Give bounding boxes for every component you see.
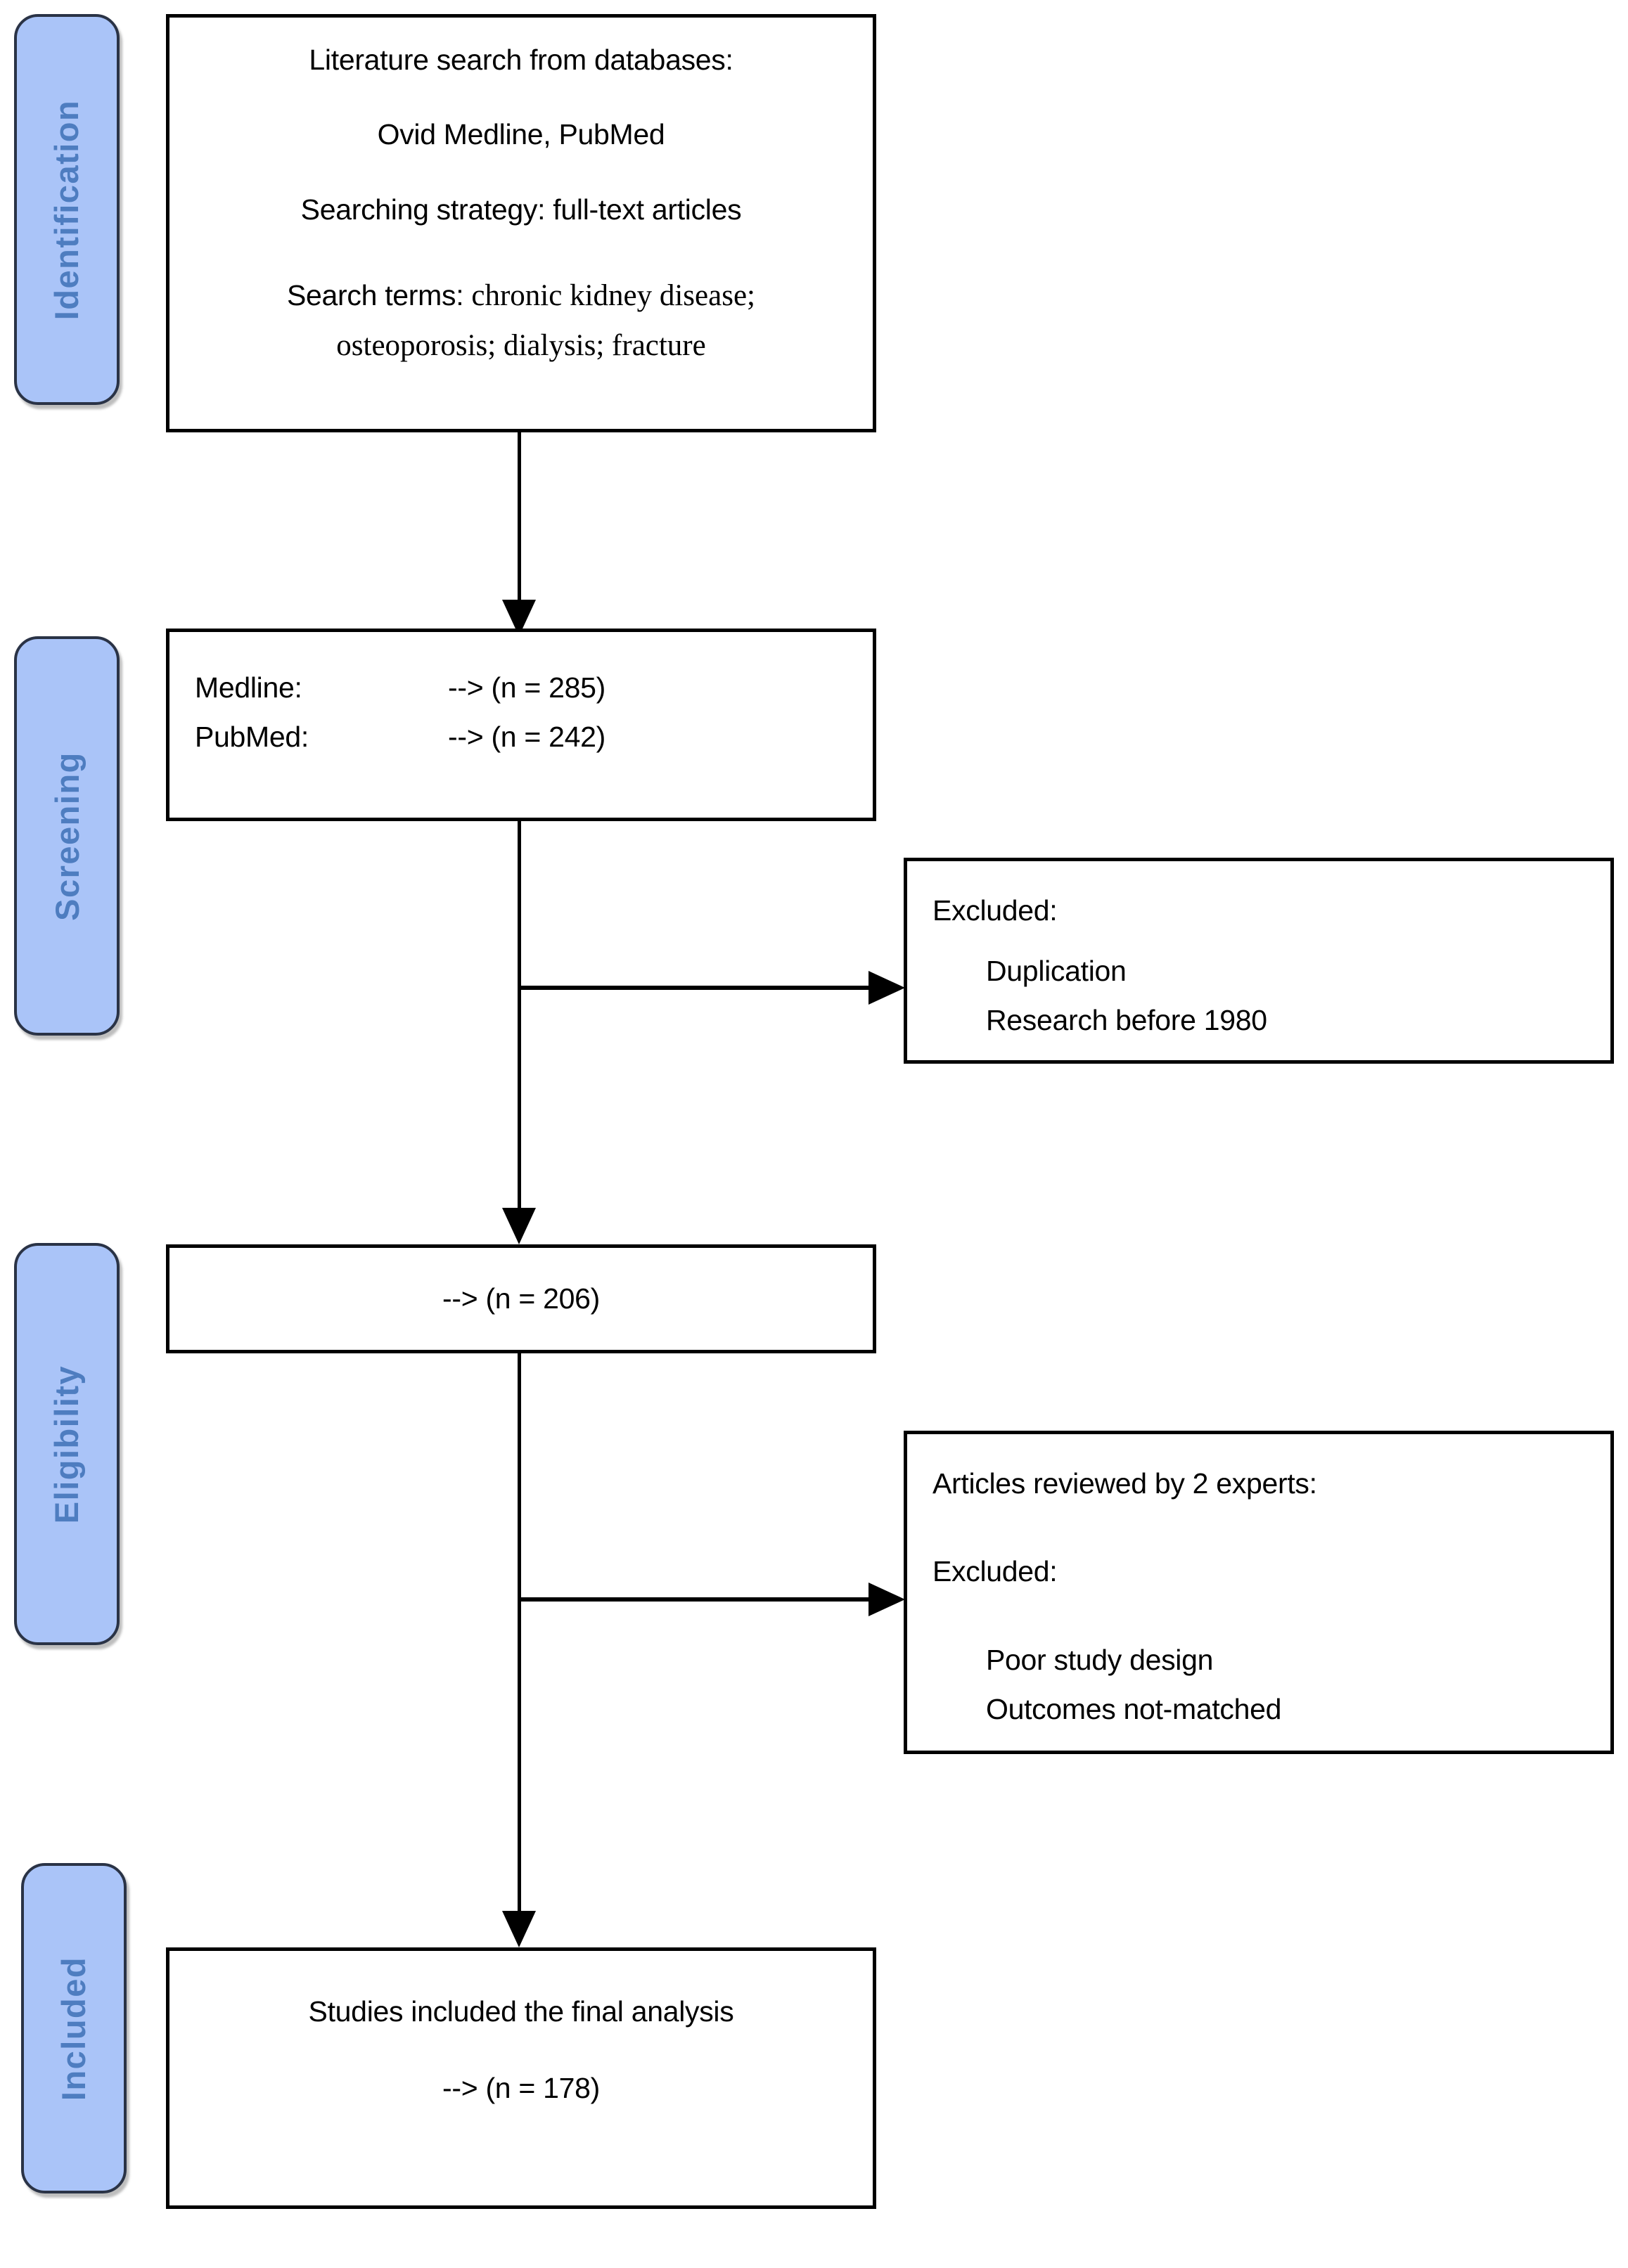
- excluded-item: Research before 1980: [986, 1004, 1267, 1037]
- medline-label: Medline:: [195, 671, 302, 704]
- included-final-box: Studies included the final analysis --> …: [166, 1947, 876, 2209]
- stage-screening: Screening: [14, 636, 120, 1036]
- stage-identification-label: Identification: [48, 99, 86, 320]
- branch-line-2: [519, 1597, 871, 1602]
- stage-identification: Identification: [14, 14, 120, 405]
- excluded-items: Duplication Research before 1980: [986, 946, 1610, 1045]
- excluded-heading: Excluded:: [932, 1555, 1058, 1588]
- search-terms-line: Search terms: chronic kidney disease; ost…: [169, 271, 873, 371]
- excluded-item: Outcomes not-matched: [986, 1693, 1282, 1726]
- excluded-eligibility-box: Articles reviewed by 2 experts: Excluded…: [904, 1431, 1614, 1754]
- branch-line-1: [519, 986, 871, 990]
- connector-line-2: [518, 821, 521, 1209]
- connector-line-1: [518, 432, 521, 605]
- stage-included: Included: [21, 1863, 127, 2193]
- excluded-items: Poor study design Outcomes not-matched: [986, 1635, 1610, 1734]
- screening-counts-box: Medline: --> (n = 285) PubMed: --> (n = …: [166, 629, 876, 821]
- stage-screening-label: Screening: [48, 751, 86, 921]
- excluded-screening-content: Excluded: Duplication Research before 19…: [907, 861, 1610, 1045]
- strategy-line: Searching strategy: full-text articles: [300, 193, 742, 226]
- count-row-medline: Medline: --> (n = 285): [195, 663, 873, 712]
- excluded-screening-box: Excluded: Duplication Research before 19…: [904, 858, 1614, 1064]
- search-terms-label: Search terms:: [287, 278, 472, 311]
- search-terms-value-1: chronic kidney disease;: [471, 278, 755, 312]
- stage-included-label: Included: [55, 1956, 93, 2101]
- excluded-heading: Excluded:: [932, 894, 1058, 927]
- databases-line: Ovid Medline, PubMed: [377, 118, 665, 151]
- excluded-item: Duplication: [986, 955, 1127, 988]
- final-analysis-count: --> (n = 178): [442, 2072, 600, 2105]
- count-row-pubmed: PubMed: --> (n = 242): [195, 712, 873, 761]
- eligibility-count: --> (n = 206): [442, 1282, 600, 1315]
- eligibility-count-box: --> (n = 206): [166, 1244, 876, 1353]
- search-terms-value-2: osteoporosis; dialysis; fracture: [336, 328, 706, 362]
- arrow-right-icon: [869, 1583, 905, 1616]
- arrow-down-icon: [502, 1208, 536, 1244]
- excluded-item: Poor study design: [986, 1644, 1214, 1677]
- experts-review-line: Articles reviewed by 2 experts:: [932, 1467, 1317, 1500]
- pubmed-count: --> (n = 242): [448, 721, 605, 753]
- medline-count: --> (n = 285): [448, 671, 605, 704]
- literature-search-box: Literature search from databases: Ovid M…: [166, 14, 876, 432]
- stage-eligibility-label: Eligibility: [48, 1365, 86, 1523]
- arrow-down-icon: [502, 1911, 536, 1947]
- pubmed-label: PubMed:: [195, 721, 309, 753]
- excluded-eligibility-content: Articles reviewed by 2 experts: Excluded…: [907, 1434, 1610, 1734]
- stage-eligibility: Eligibility: [14, 1243, 120, 1645]
- connector-line-3: [518, 1353, 521, 1912]
- screening-counts-rows: Medline: --> (n = 285) PubMed: --> (n = …: [169, 632, 873, 761]
- arrow-right-icon: [869, 971, 905, 1005]
- literature-search-line: Literature search from databases:: [309, 44, 733, 76]
- final-analysis-line: Studies included the final analysis: [308, 1995, 734, 2028]
